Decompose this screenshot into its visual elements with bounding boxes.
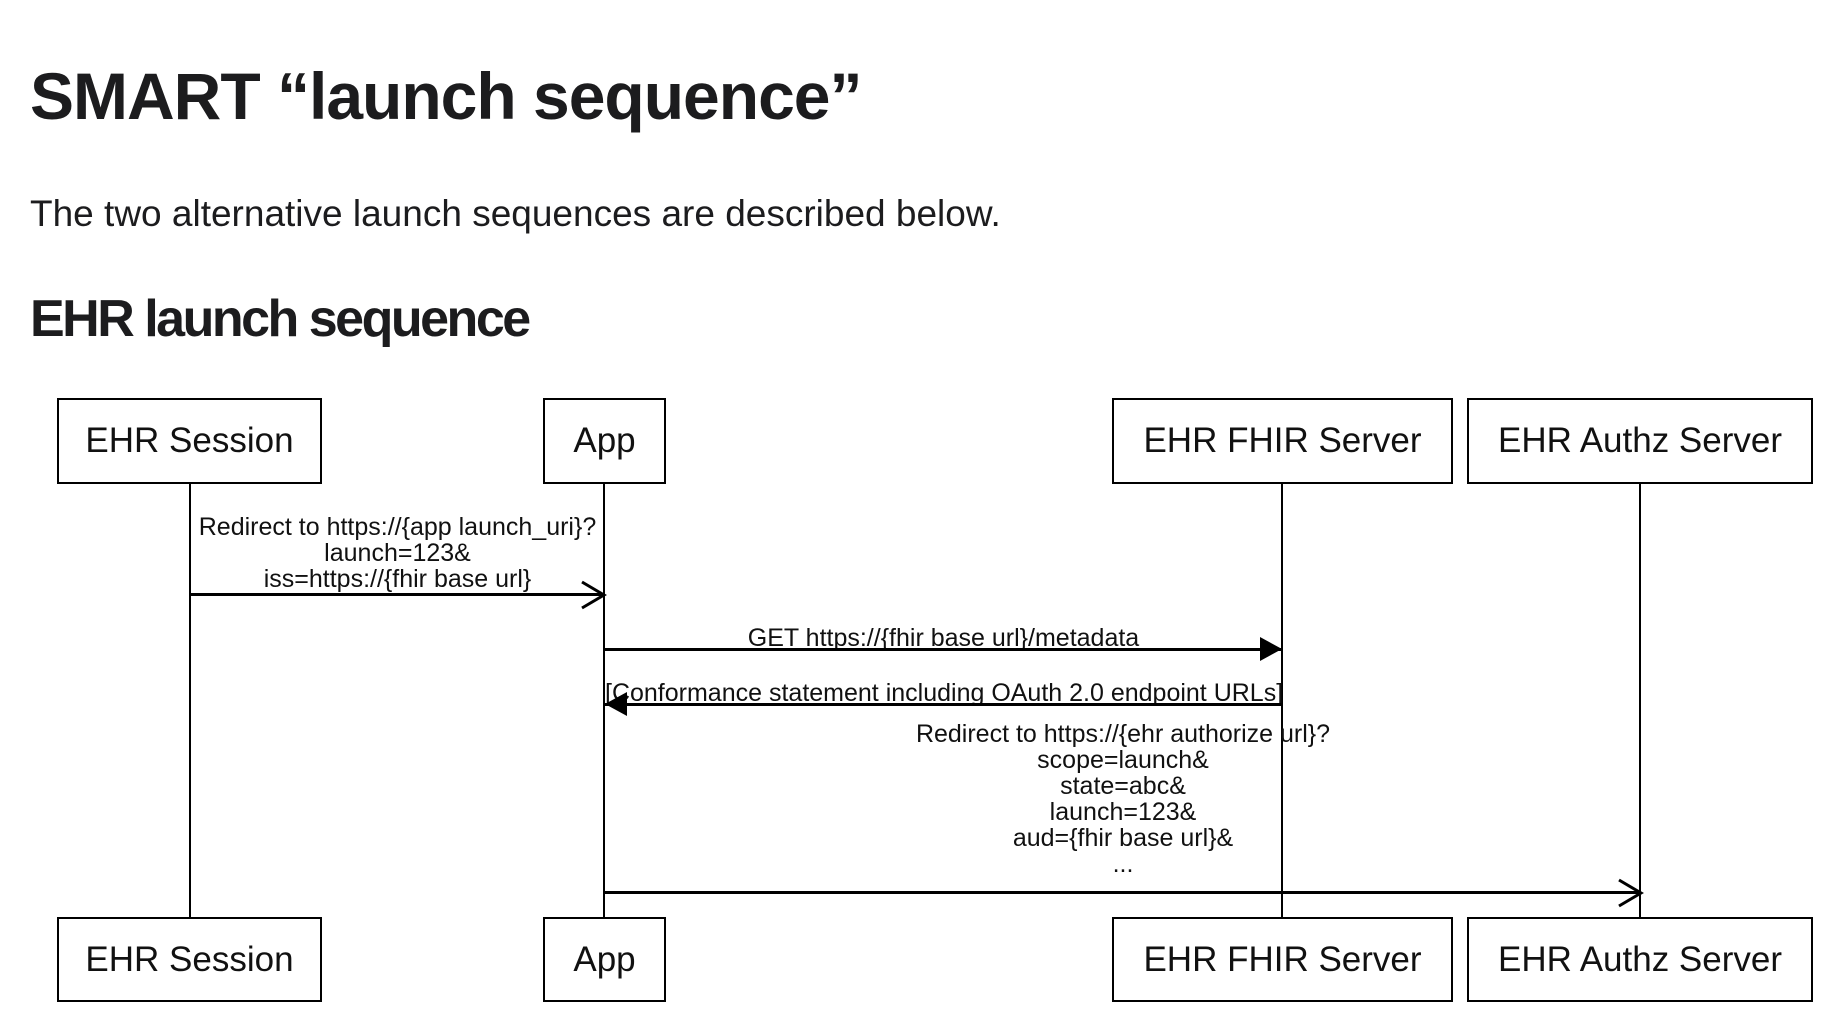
- message-line: GET https://{fhir base url}/metadata: [747, 624, 1140, 652]
- message-4-label: Redirect to https://{ehr authorize url}?…: [605, 721, 1641, 877]
- message-line: state=abc&: [1060, 772, 1186, 800]
- lifeline-ehr-fhir-server: [1281, 484, 1283, 917]
- actor-label: EHR Session: [85, 421, 294, 460]
- actor-bottom-ehr-fhir-server: EHR FHIR Server: [1112, 917, 1453, 1002]
- page-title: SMART “launch sequence”: [30, 59, 862, 134]
- actor-top-ehr-authz-server: EHR Authz Server: [1467, 398, 1813, 484]
- actor-top-ehr-fhir-server: EHR FHIR Server: [1112, 398, 1453, 484]
- message-line: scope=launch&: [1037, 746, 1209, 774]
- message-line: [Conformance statement including OAuth 2…: [605, 679, 1284, 707]
- lifeline-app: [603, 484, 605, 917]
- actor-label: EHR Authz Server: [1498, 421, 1782, 460]
- message-1-arrow: [190, 593, 604, 596]
- message-line: iss=https://{fhir base url}: [263, 565, 532, 593]
- intro-text: The two alternative launch sequences are…: [30, 193, 1001, 234]
- message-line: launch=123&: [1049, 798, 1197, 826]
- actor-top-ehr-session: EHR Session: [57, 398, 322, 484]
- actor-label: EHR Authz Server: [1498, 939, 1782, 979]
- message-line: ...: [1112, 850, 1134, 878]
- actor-top-app: App: [543, 398, 666, 484]
- message-line: Redirect to https://{app launch_uri}?: [198, 513, 597, 541]
- actor-label: App: [573, 421, 636, 460]
- message-line: Redirect to https://{ehr authorize url}?: [915, 720, 1331, 748]
- message-3-label: [Conformance statement including OAuth 2…: [605, 679, 1284, 707]
- filled-arrowhead-icon: [605, 692, 627, 716]
- open-arrowhead-icon: [581, 580, 607, 610]
- filled-arrowhead-icon: [1260, 637, 1282, 661]
- actor-label: EHR FHIR Server: [1143, 421, 1422, 460]
- actor-label: EHR FHIR Server: [1143, 939, 1422, 979]
- message-2-label: GET https://{fhir base url}/metadata: [605, 625, 1282, 651]
- message-4-arrow: [605, 891, 1641, 894]
- message-3-arrow: [605, 703, 1282, 706]
- actor-label: EHR Session: [85, 939, 294, 979]
- actor-bottom-ehr-session: EHR Session: [57, 917, 322, 1002]
- message-line: aud={fhir base url}&: [1012, 824, 1234, 852]
- open-arrowhead-icon: [1618, 878, 1644, 908]
- actor-bottom-app: App: [543, 917, 666, 1002]
- actor-bottom-ehr-authz-server: EHR Authz Server: [1467, 917, 1813, 1002]
- section-heading: EHR launch sequence: [30, 290, 531, 349]
- message-1-label: Redirect to https://{app launch_uri}? la…: [190, 514, 605, 592]
- message-2-arrow: [605, 648, 1282, 651]
- actor-label: App: [573, 939, 636, 979]
- lifeline-ehr-session: [189, 484, 191, 917]
- lifeline-ehr-authz-server: [1639, 484, 1641, 917]
- message-line: launch=123&: [324, 539, 471, 567]
